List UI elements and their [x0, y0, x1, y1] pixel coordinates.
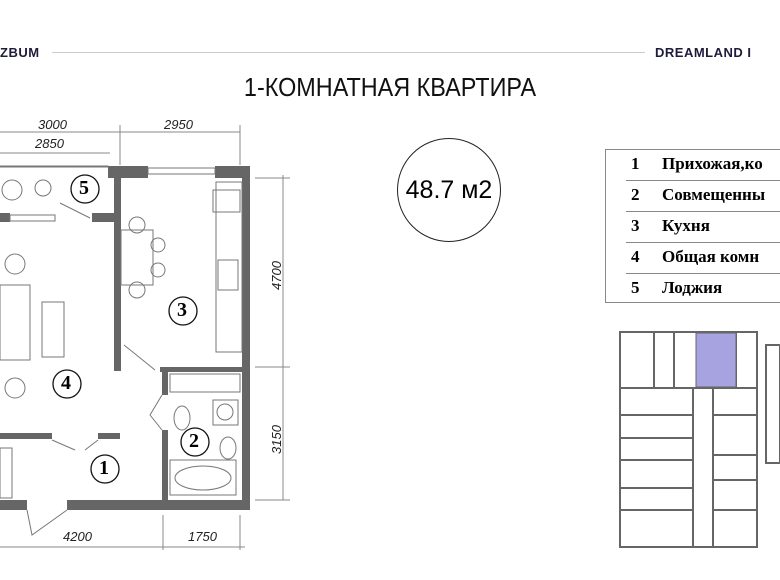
- room-label-4: 4: [61, 372, 71, 394]
- room-markers: [52, 174, 210, 484]
- room-marker-1: [90, 454, 120, 484]
- floor-plan: [0, 125, 290, 550]
- room-label-5: 5: [79, 177, 89, 199]
- page-title: 1-КОМНАТНАЯ КВАРТИРА: [243, 72, 537, 102]
- floor-key-plan: [619, 331, 780, 548]
- room-label-3: 3: [177, 299, 187, 321]
- header-divider: [52, 52, 645, 53]
- area-badge: 48.7 м2: [397, 138, 501, 242]
- room-marker-3: [168, 296, 198, 326]
- room-marker-2: [180, 427, 210, 457]
- logo-left: ZBUM: [0, 45, 40, 60]
- dimension-top-2850: 2850: [35, 136, 64, 151]
- room-marker-5: [70, 174, 100, 204]
- highlighted-apartment: [695, 332, 737, 388]
- room-label-1: 1: [99, 457, 109, 479]
- dimension-top-2950: 2950: [164, 117, 193, 132]
- room-marker-4: [52, 369, 82, 399]
- dimension-bottom-1750: 1750: [188, 529, 217, 544]
- dimension-bottom-4200: 4200: [63, 529, 92, 544]
- room-label-2: 2: [189, 430, 199, 452]
- logo-right: DREAMLAND I: [655, 45, 752, 60]
- dimension-top-3000: 3000: [38, 117, 67, 132]
